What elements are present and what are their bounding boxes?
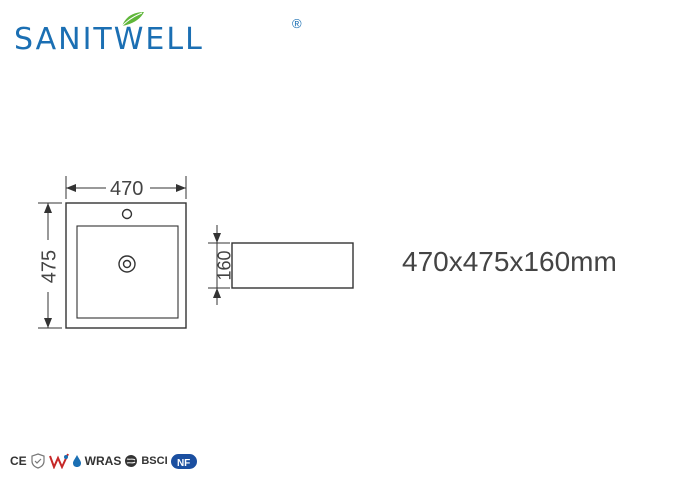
ce-mark: CE [10, 454, 27, 468]
certification-logos: CE WRAS BSCI NF [10, 451, 197, 471]
nf-badge: NF [170, 453, 197, 469]
basin-top-view-inner [76, 225, 179, 319]
shield-cert-icon [31, 453, 45, 469]
dimensions-spec: 470x475x160mm [402, 246, 617, 277]
drain-inner [122, 259, 132, 269]
depth-label: 475 [38, 249, 61, 284]
leaf-icon [121, 12, 144, 27]
watermark-w-icon [48, 453, 69, 469]
arrow-width-right [176, 184, 186, 192]
arrow-height-bottom [213, 288, 221, 298]
nf-mark: NF [176, 457, 191, 469]
drain-outer [118, 255, 136, 273]
height-label: 160 [214, 250, 235, 281]
bsci-mark: BSCI [141, 455, 168, 467]
brand-logo: SANITWELL ® [14, 10, 314, 60]
brand-name: SANITWELL [14, 22, 204, 57]
tap-hole [121, 208, 133, 220]
basin-side-view [231, 242, 354, 289]
arrow-depth-top [44, 203, 52, 213]
bsci-globe-icon [125, 455, 138, 467]
width-label: 470 [110, 178, 144, 200]
basin-top-view-outer [65, 202, 187, 329]
arrow-width-left [66, 184, 76, 192]
arrow-height-top [213, 233, 221, 243]
water-drop-icon [72, 455, 81, 467]
wras-mark: WRAS [84, 454, 122, 468]
registered-mark: ® [292, 16, 302, 31]
arrow-depth-bottom [44, 318, 52, 328]
